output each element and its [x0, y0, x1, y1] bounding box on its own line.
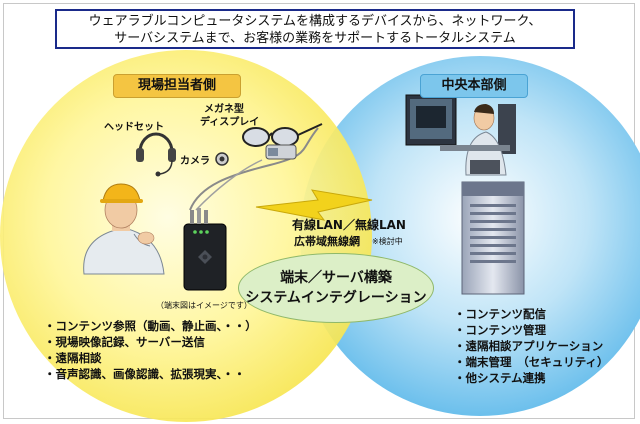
- field-feature-list: コンテンツ参照（動画、静止画、・・） 現場映像記録、サーバー送信 遠隔相談 音声…: [44, 318, 257, 382]
- camera-label: カメラ: [180, 152, 210, 167]
- title-line-2: サーバシステムまで、お客様の業務をサポートするトータルシステム: [57, 30, 573, 47]
- headset-label: ヘッドセット: [104, 118, 164, 133]
- network-label-line-1: 有線LAN／無線LAN: [292, 216, 406, 233]
- system-integration-oval: 端末／サーバ構築 システムインテグレーション: [238, 253, 434, 323]
- hq-feature-item: コンテンツ配信: [454, 306, 609, 322]
- server-tower-icon: [462, 182, 524, 294]
- field-side-label: 現場担当者側: [113, 74, 241, 98]
- hq-feature-list: コンテンツ配信 コンテンツ管理 遠隔相談アプリケーション 端末管理 （セキュリテ…: [454, 306, 609, 386]
- field-feature-item: 遠隔相談: [44, 350, 257, 366]
- title-line-1: ウェアラブルコンピュータシステムを構成するデバイスから、ネットワーク、: [57, 13, 573, 30]
- hq-feature-item: 遠隔相談アプリケーション: [454, 338, 609, 354]
- field-feature-item: 現場映像記録、サーバー送信: [44, 334, 257, 350]
- hq-feature-item: 端末管理 （セキュリティ）: [454, 354, 609, 370]
- center-line-2: システムインテグレーション: [239, 288, 433, 308]
- glasses-label-line-2: ディスプレイ: [200, 113, 259, 128]
- hq-side-label: 中央本部側: [420, 74, 528, 98]
- hq-feature-item: 他システム連携: [454, 370, 609, 386]
- network-note: ※検討中: [372, 236, 403, 247]
- center-line-1: 端末／サーバ構築: [239, 268, 433, 288]
- field-feature-item: コンテンツ参照（動画、静止画、・・）: [44, 318, 257, 334]
- hq-feature-item: コンテンツ管理: [454, 322, 609, 338]
- network-label-line-2: 広帯域無線網: [294, 233, 360, 249]
- title-banner: ウェアラブルコンピュータシステムを構成するデバイスから、ネットワーク、 サーバシ…: [55, 9, 575, 49]
- camera-icon: [216, 153, 228, 165]
- terminal-image-note: （端末図はイメージです）: [156, 300, 252, 311]
- field-feature-item: 音声認識、画像認識、拡張現実、・・: [44, 366, 257, 382]
